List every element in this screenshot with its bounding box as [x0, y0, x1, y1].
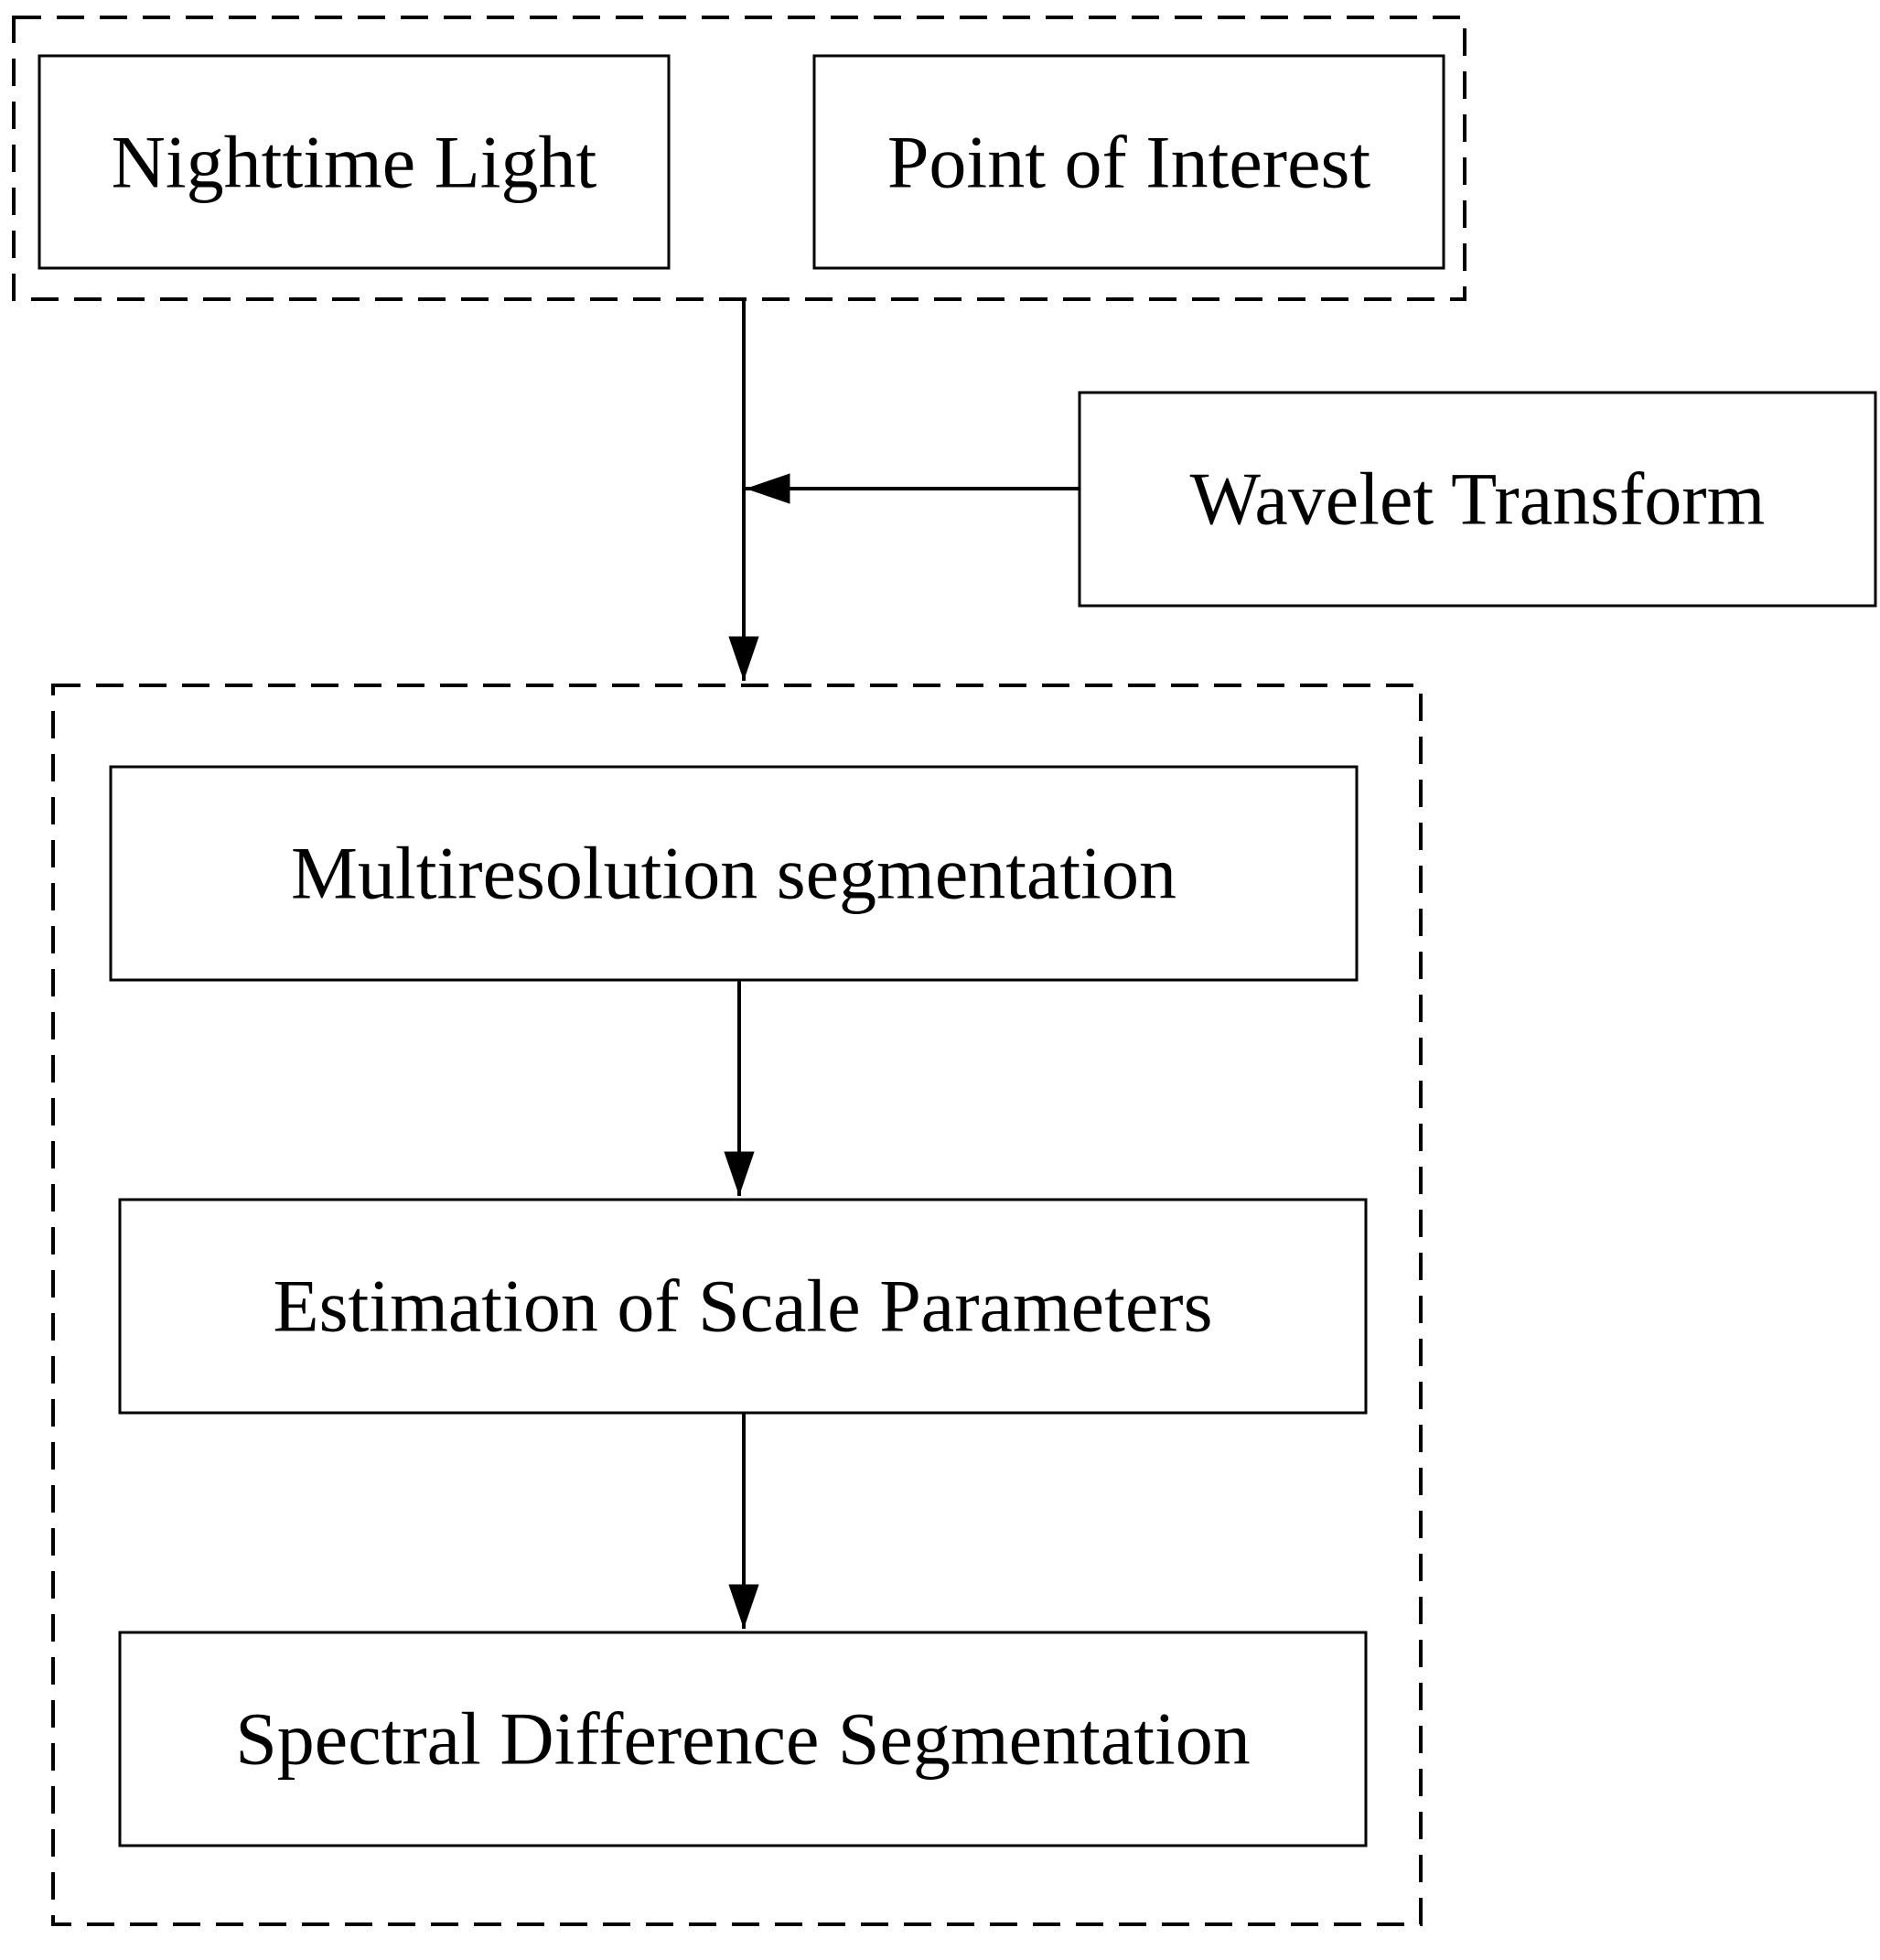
point-of-interest-box: Point of Interest	[812, 54, 1445, 270]
nighttime-light-label: Nighttime Light	[112, 121, 597, 204]
scale-parameter-estimation-label: Estimation of Scale Parameters	[274, 1265, 1213, 1348]
input-group-dashed-frame	[12, 16, 1466, 301]
spectral-difference-segmentation-label: Spectral Difference Segmentation	[235, 1697, 1251, 1781]
point-of-interest-label: Point of Interest	[887, 121, 1371, 204]
segmentation-group-dashed-frame	[51, 684, 1423, 1926]
multiresolution-segmentation-label: Multiresolution segmentation	[291, 832, 1176, 915]
spectral-difference-segmentation-box: Spectral Difference Segmentation	[118, 1631, 1368, 1847]
scale-parameter-estimation-box: Estimation of Scale Parameters	[118, 1198, 1368, 1415]
nighttime-light-box: Nighttime Light	[38, 54, 671, 270]
wavelet-transform-box: Wavelet Transform	[1078, 391, 1877, 608]
multiresolution-segmentation-box: Multiresolution segmentation	[109, 765, 1359, 982]
wavelet-transform-label: Wavelet Transform	[1190, 458, 1766, 541]
